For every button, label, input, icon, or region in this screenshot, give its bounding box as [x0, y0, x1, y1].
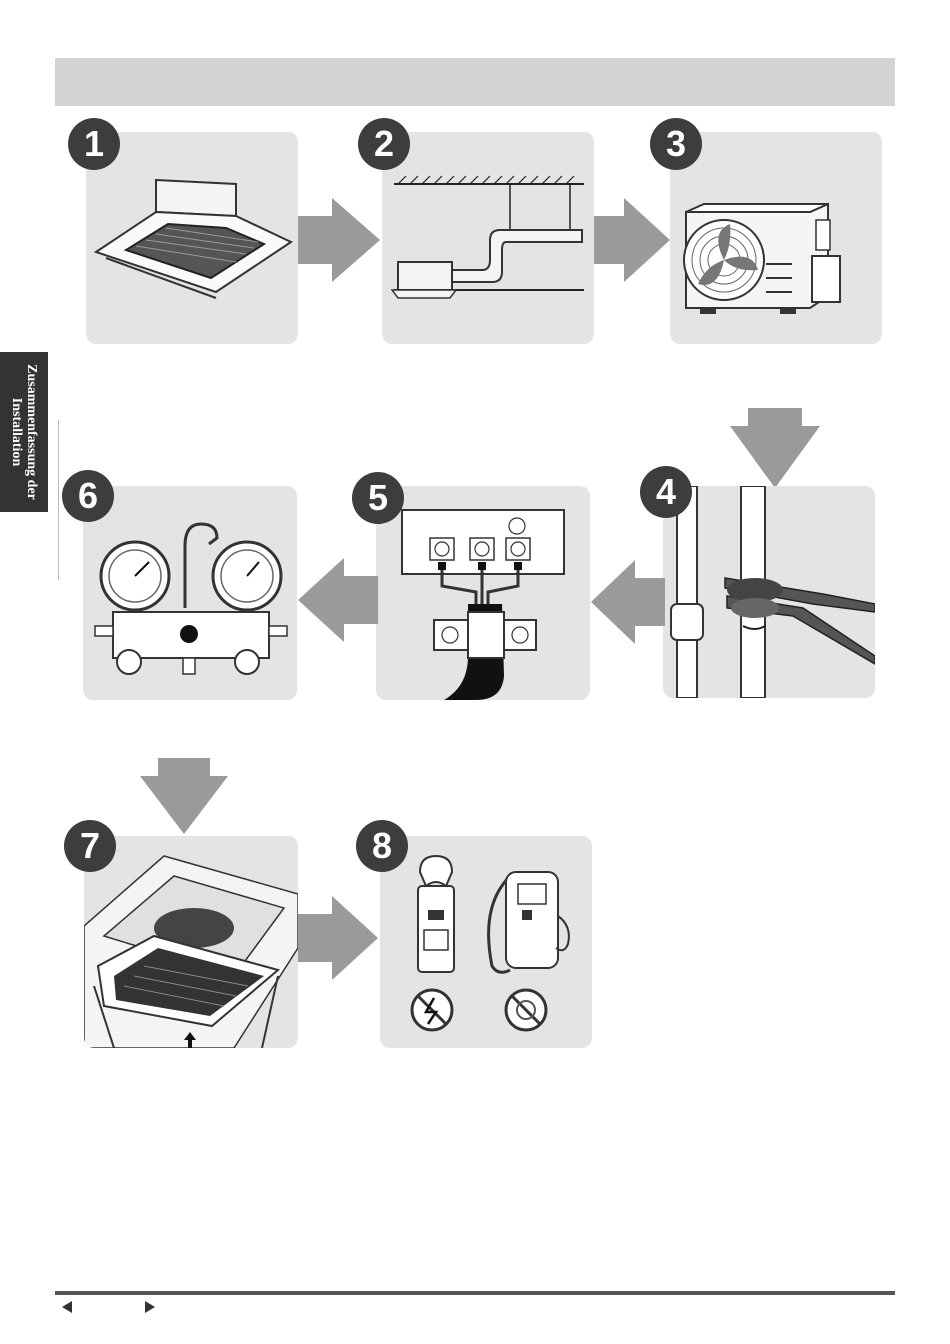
side-divider — [58, 420, 59, 580]
side-tab-line2: Installation — [9, 352, 24, 512]
cassette-indoor-unit-icon — [86, 132, 298, 344]
step-1-panel — [86, 132, 298, 344]
outdoor-unit-icon — [670, 132, 882, 344]
step-1-number: 1 — [68, 118, 120, 170]
manifold-gauge-icon — [83, 486, 297, 700]
front-panel-installation-icon — [84, 836, 298, 1048]
arrow-right-icon — [298, 198, 382, 282]
arrow-down-icon — [140, 758, 228, 834]
step-5-number: 5 — [352, 472, 404, 524]
next-page-icon[interactable] — [143, 1300, 157, 1314]
step-3-panel — [670, 132, 882, 344]
ceiling-mounted-unit-piping-icon — [382, 132, 594, 344]
step-6-number: 6 — [62, 470, 114, 522]
step-7-panel — [84, 836, 298, 1048]
pipe-wrench-tightening-icon — [663, 486, 875, 698]
step-2-panel — [382, 132, 594, 344]
side-tab: Zusammenfassung der Installation — [0, 352, 48, 512]
arrow-left-icon — [591, 560, 665, 644]
previous-page-icon[interactable] — [60, 1300, 74, 1314]
step-4-number: 4 — [640, 466, 692, 518]
step-6-panel — [83, 486, 297, 700]
clamp-meter-leak-detector-icon — [380, 836, 592, 1048]
step-5-panel — [376, 486, 590, 700]
terminal-block-wiring-icon — [376, 486, 590, 700]
step-8-number: 8 — [356, 820, 408, 872]
side-tab-line1: Zusammenfassung der — [24, 352, 39, 512]
step-2-number: 2 — [358, 118, 410, 170]
step-8-panel — [380, 836, 592, 1048]
arrow-right-icon — [298, 896, 380, 980]
footer-divider — [55, 1291, 895, 1295]
step-4-panel — [663, 486, 875, 698]
step-7-number: 7 — [64, 820, 116, 872]
step-3-number: 3 — [650, 118, 702, 170]
arrow-left-icon — [298, 558, 378, 642]
arrow-right-icon — [594, 198, 672, 282]
arrow-down-icon — [730, 408, 820, 488]
header-bar — [55, 58, 895, 106]
